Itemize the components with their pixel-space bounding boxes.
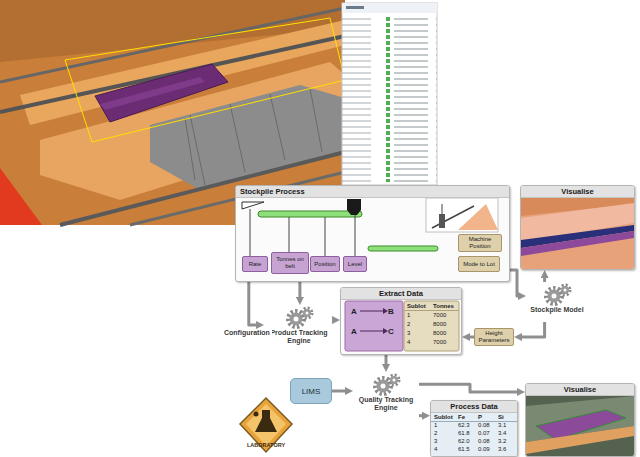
lot-letter: A: [351, 307, 357, 316]
table-cell: Tonnes: [433, 303, 454, 310]
input-box: Rate: [242, 256, 268, 272]
box-label: Level: [348, 261, 362, 268]
table-cell: Si: [498, 414, 504, 421]
table-cell: 61.5: [458, 446, 470, 453]
input-box: Tonnes on belt: [271, 252, 309, 274]
engine-gear: Stockpile Model: [526, 282, 588, 322]
parameter-box: Height Parameters: [474, 328, 514, 346]
visualise-image: [521, 198, 634, 270]
lot-letter: A: [351, 327, 357, 336]
flow-arrow: [543, 274, 546, 282]
table-cell: Sublot: [434, 414, 453, 421]
table-cell: 7000: [433, 312, 446, 319]
visualise-image: [526, 396, 634, 457]
table-cell: 0.09: [478, 446, 490, 453]
parameter-box: Mode to Lot: [458, 256, 500, 272]
table-cell: 4: [434, 446, 437, 453]
box-label: Quality Tracking Engine: [353, 396, 419, 412]
table-cell: 62.0: [458, 438, 470, 445]
engine-gear: Product Tracking Engine: [264, 305, 334, 363]
box-label: Rate: [249, 261, 262, 268]
table-cell: P: [478, 414, 482, 421]
flow-arrow: [466, 336, 474, 339]
table-cell: 4: [407, 339, 410, 346]
lims-box: LIMS: [290, 378, 332, 404]
flow-arrow: [518, 322, 545, 337]
table-cell: Sublot: [407, 303, 426, 310]
box-label: Tonnes on belt: [273, 256, 307, 270]
table-cell: Fe: [458, 414, 465, 421]
flow-arrow: [332, 390, 349, 393]
box-label: Machine Position: [460, 236, 500, 250]
table-cell: 2: [434, 430, 437, 437]
layer-list-window: [342, 3, 437, 185]
gear-icon: [542, 282, 572, 306]
gear-icon: [371, 372, 401, 396]
panel-box: Visualise: [525, 383, 635, 457]
panel-box: Stockpile Process Rate Tonnes on belt Posi…: [235, 185, 510, 282]
box-label: Position: [314, 261, 335, 268]
box-label: LIMS: [302, 387, 321, 396]
icon-caption: LABORATORY: [247, 442, 285, 449]
table-cell: 3: [407, 330, 410, 337]
table-cell: 1: [407, 312, 410, 319]
box-label: Mode to Lot: [463, 261, 495, 268]
panel-heading: Extract Data: [341, 288, 461, 300]
table-cell: 0.08: [478, 422, 490, 429]
flow-arrow: [419, 414, 426, 417]
table-cell: 3.1: [498, 422, 506, 429]
table-cell: 0.08: [478, 438, 490, 445]
flow-arrow: [419, 384, 521, 392]
flow-arrow: [298, 282, 301, 301]
table-cell: 8000: [433, 321, 446, 328]
flow-arrow: [334, 319, 336, 322]
table-cell: 3.4: [498, 430, 506, 437]
input-box: Position: [310, 256, 340, 272]
laboratory-icon: [240, 398, 292, 452]
engine-gear: Quality Tracking Engine: [353, 372, 419, 428]
input-box: Level: [343, 256, 367, 272]
box-label: Product Tracking Engine: [264, 329, 334, 345]
panel-box: Extract Data A B A C Sublot Tonnes 1 7000 2 8000 3…: [340, 287, 462, 355]
edge-label: Configuration: [222, 329, 272, 337]
table-cell: 3.6: [498, 446, 506, 453]
parameter-box: Machine Position: [458, 234, 502, 252]
lot-letter: B: [388, 307, 394, 316]
table-cell: 0.07: [478, 430, 490, 437]
box-label: Stockpile Model: [526, 306, 588, 314]
table-cell: 8000: [433, 330, 446, 337]
table-cell: 61.8: [458, 430, 470, 437]
panel-box: Process Data Sublot Fe P Si 1 62.3 0.08 3.1 2 61.…: [430, 400, 518, 457]
panel-heading: Stockpile Process: [236, 186, 509, 198]
table-cell: 2: [407, 321, 410, 328]
box-label: Height Parameters: [476, 330, 512, 344]
flow-arrow: [510, 270, 522, 296]
panel-heading: Process Data: [431, 401, 517, 413]
table-cell: 62.3: [458, 422, 470, 429]
panel-box: Visualise: [520, 185, 635, 270]
gear-icon: [284, 305, 314, 329]
table-cell: 3.2: [498, 438, 506, 445]
table-cell: 7000: [433, 339, 446, 346]
table-cell: 1: [434, 422, 437, 429]
flow-arrow: [385, 355, 388, 368]
lot-letter: C: [388, 327, 394, 336]
flow-arrow: [249, 282, 260, 325]
table-cell: 3: [434, 438, 437, 445]
panel-heading: Visualise: [526, 384, 634, 396]
panel-heading: Visualise: [521, 186, 634, 198]
